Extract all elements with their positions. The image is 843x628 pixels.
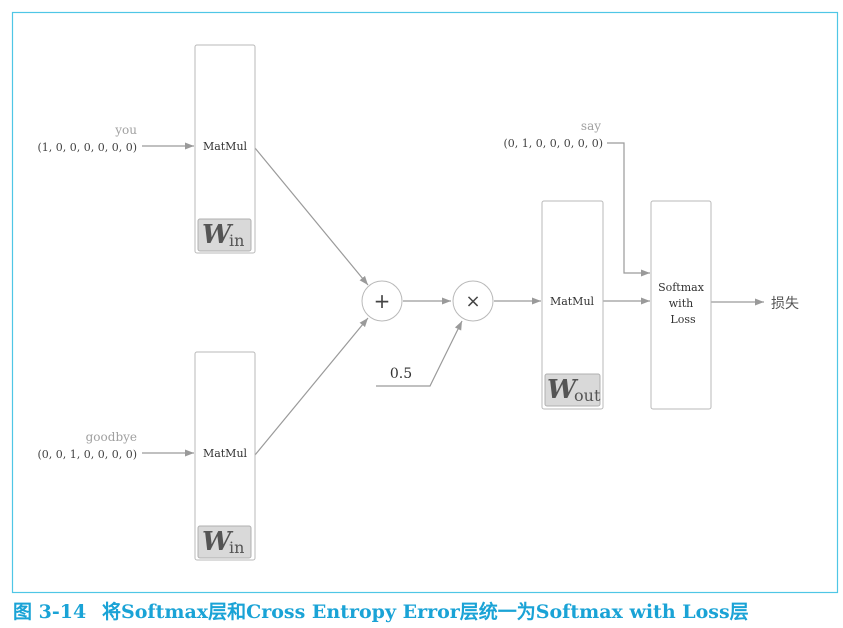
weight-in-bottom-symbol: W [202,527,234,557]
add-node: + [361,280,403,322]
matmul-top-label: MatMul [203,140,248,153]
vector-you: (1, 0, 0, 0, 0, 0, 0) [37,141,137,154]
matmul-bottom-box [194,351,256,561]
mul-node: × [452,280,494,322]
matmul-bottom-node: MatMul W in [194,351,256,561]
arrow-matmul-top-to-add [254,147,369,286]
weight-out-subscript: out [574,386,601,405]
matmul-out-box [541,200,604,410]
matmul-top-box [194,44,256,254]
matmul-bottom-label: MatMul [203,447,248,460]
word-goodbye: goodbye [86,430,137,444]
plus-icon: + [374,289,391,313]
input-say: say (0, 1, 0, 0, 0, 0, 0) [503,119,603,150]
caption-text: 将Softmax层和Cross Entropy Error层统一为Softmax… [102,600,749,623]
softmax-label-line1: Softmax [658,281,705,294]
weight-in-bottom-subscript: in [229,538,244,557]
softmax-label-line3: Loss [670,313,696,326]
caption-figure-number: 图 3-14 [13,601,86,623]
vector-goodbye: (0, 0, 1, 0, 0, 0, 0) [37,448,137,461]
scale-value: 0.5 [390,366,412,382]
figure-caption: 图 3-14 将Softmax层和Cross Entropy Error层统一为… [13,600,749,623]
softmax-label-line2: with [669,297,693,310]
weight-out-box [544,373,601,407]
word-say: say [581,119,601,133]
connections [142,142,764,457]
weight-in-bottom-box [197,525,252,559]
input-goodbye: goodbye (0, 0, 1, 0, 0, 0, 0) [37,430,137,461]
loss-label: 损失 [771,296,799,312]
softmax-box [650,200,712,410]
arrow-say-to-softmax [607,142,650,277]
vector-say: (0, 1, 0, 0, 0, 0, 0) [503,137,603,150]
arrow-scale-to-mul [376,320,463,387]
add-circle [361,280,403,322]
matmul-top-node: MatMul W in [194,44,256,254]
weight-in-top-box [197,218,252,252]
arrow-matmul-bottom-to-add [254,317,369,456]
input-you: you (1, 0, 0, 0, 0, 0, 0) [37,123,137,154]
matmul-out-node: MatMul W out [541,200,604,410]
weight-in-top-subscript: in [229,231,244,250]
weight-out-symbol: W [547,375,579,405]
weight-in-top-symbol: W [202,220,234,250]
mul-circle [452,280,494,322]
word-you: you [114,123,137,137]
times-icon: × [465,291,480,312]
matmul-out-label: MatMul [550,295,595,308]
softmax-with-loss-node: Softmax with Loss [650,200,712,410]
